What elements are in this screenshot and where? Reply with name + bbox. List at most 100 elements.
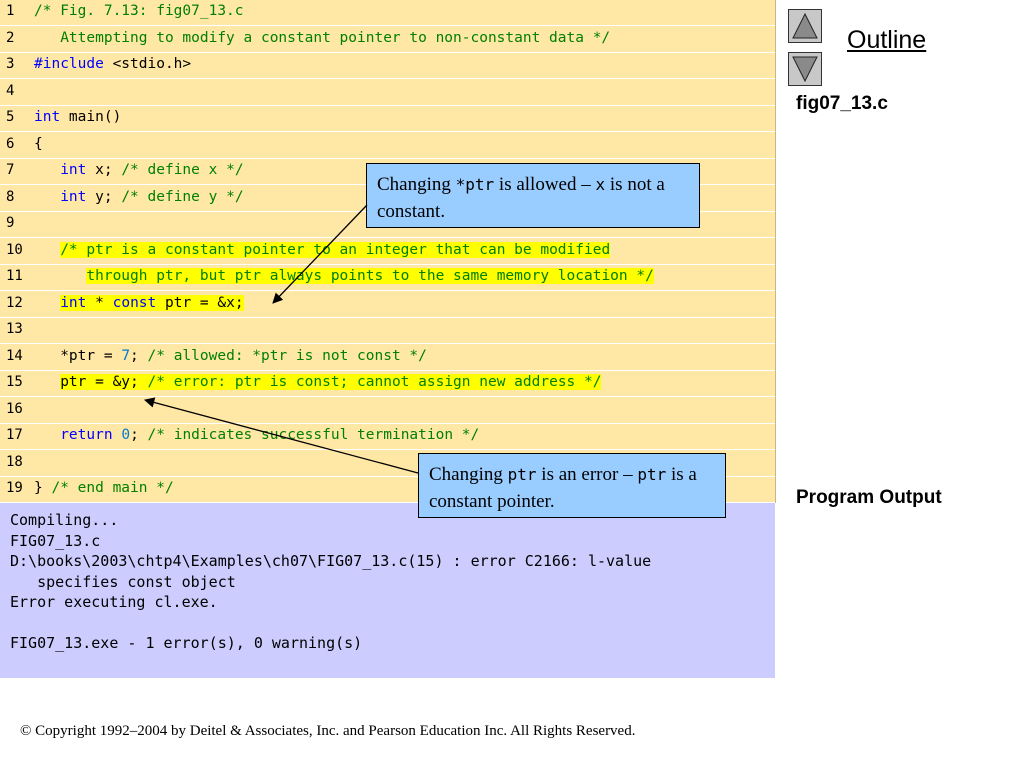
callout-text: is a constant pointer.	[429, 464, 697, 512]
code-line: 19} /* end main */	[0, 477, 775, 503]
code-token: /* define y */	[121, 188, 244, 205]
code-text: #include <stdio.h>	[34, 56, 191, 72]
code-token: ptr = &x;	[156, 294, 244, 311]
code-line: 18	[0, 451, 775, 477]
output-line: specifies const object	[10, 572, 236, 591]
code-token: #include	[34, 56, 104, 72]
code-token: Attempting to modify a constant pointer …	[34, 29, 611, 46]
line-number: 14	[6, 347, 23, 364]
line-number: 12	[6, 294, 23, 311]
line-number: 17	[6, 427, 23, 443]
code-line: 6{	[0, 133, 775, 159]
code-text: *ptr = 7; /* allowed: *ptr is not const …	[34, 348, 427, 364]
code-line: 10 /* ptr is a constant pointer to an in…	[0, 239, 775, 265]
callout-pointee-modifiable: Changing *ptr is allowed – x is not a co…	[366, 163, 700, 228]
code-line: 3 #include <stdio.h>	[0, 53, 775, 79]
line-number: 8	[6, 188, 15, 205]
line-number: 1	[6, 3, 15, 19]
code-text: /* ptr is a constant pointer to an integ…	[34, 241, 611, 258]
code-line: 17 return 0; /* indicates successful ter…	[0, 424, 775, 450]
callout-code: x	[595, 175, 606, 194]
code-token: /* define x */	[121, 162, 244, 178]
code-token	[34, 268, 86, 284]
code-line: 9	[0, 212, 775, 238]
code-text: int y; /* define y */	[34, 188, 244, 205]
callout-text: Changing	[429, 464, 508, 485]
code-token: x;	[86, 162, 122, 178]
line-number: 3	[6, 56, 15, 72]
line-number: 13	[6, 321, 23, 337]
code-token: /* end main */	[51, 480, 174, 496]
code-text: return 0; /* indicates successful termin…	[34, 427, 479, 443]
program-output-label: Program Output	[796, 487, 942, 508]
triangle-down-icon	[792, 56, 818, 83]
code-token: /* error: ptr is const; cannot assign ne…	[147, 374, 602, 390]
line-number: 5	[6, 109, 15, 125]
code-line: 15 ptr = &y; /* error: ptr is const; can…	[0, 371, 775, 397]
callout-code: *ptr	[455, 175, 495, 194]
code-token: const	[112, 294, 157, 311]
code-token: through ptr, but ptr always points to th…	[86, 268, 654, 284]
copyright-footer: © Copyright 1992–2004 by Deitel & Associ…	[20, 723, 636, 739]
code-token	[34, 427, 60, 443]
code-token: int	[60, 188, 87, 205]
line-number: 11	[6, 268, 23, 284]
code-token: {	[34, 135, 43, 152]
previous-slide-button[interactable]	[788, 9, 822, 43]
output-line: Error executing cl.exe.	[10, 593, 218, 611]
callout-text: is not a constant.	[377, 174, 665, 222]
code-token: int	[34, 109, 61, 125]
line-number: 16	[6, 400, 23, 417]
code-line: 12 int * const ptr = &x;	[0, 292, 775, 318]
code-token: ;	[130, 427, 148, 443]
next-slide-button[interactable]	[788, 52, 822, 86]
code-text: int x; /* define x */	[34, 162, 244, 178]
triangle-up-icon	[792, 12, 818, 39]
line-number: 9	[6, 215, 15, 231]
code-line: 5 int main()	[0, 106, 775, 132]
code-token: ptr = &y;	[60, 374, 148, 390]
code-token: *	[86, 294, 113, 311]
code-token: ;	[130, 347, 148, 364]
output-line: Compiling...	[10, 511, 119, 529]
code-token: /* allowed: *ptr is not const */	[147, 347, 427, 364]
code-text: through ptr, but ptr always points to th…	[34, 268, 654, 284]
code-line: 13	[0, 318, 775, 344]
output-line: FIG07_13.c	[10, 531, 101, 550]
code-token	[34, 295, 60, 311]
outline-link[interactable]: Outline	[847, 26, 927, 54]
code-line: 11 through ptr, but ptr always points to…	[0, 265, 775, 291]
code-token: *ptr =	[34, 347, 122, 364]
callout-code: ptr	[637, 465, 667, 484]
code-text: int * const ptr = &x;	[34, 294, 244, 311]
callout-pointer-constant: Changing ptr is an error – ptr is a cons…	[418, 453, 726, 518]
code-token: /* Fig. 7.13: fig07_13.c	[34, 3, 244, 19]
code-line: 14 *ptr = 7; /* allowed: *ptr is not con…	[0, 345, 775, 371]
code-token: main()	[60, 109, 122, 125]
code-token: y;	[86, 188, 122, 205]
code-text: /* Fig. 7.13: fig07_13.c	[34, 3, 244, 19]
code-listing: 1 /* Fig. 7.13: fig07_13.c 2 Attempting to…	[0, 0, 776, 503]
line-number: 4	[6, 82, 15, 99]
file-name-label: fig07_13.c	[796, 93, 888, 114]
code-token	[34, 374, 60, 390]
callout-text: is an error –	[536, 464, 638, 485]
code-token	[34, 242, 60, 258]
code-token: int	[60, 162, 87, 178]
code-line: 16	[0, 398, 775, 424]
line-number: 2	[6, 29, 15, 46]
callout-text: Changing	[377, 174, 456, 195]
line-number: 7	[6, 162, 15, 178]
code-line: 4	[0, 80, 775, 106]
code-token	[34, 189, 60, 205]
code-token: /* ptr is a constant pointer to an integ…	[60, 241, 611, 258]
code-text: {	[34, 136, 43, 152]
code-token: 7	[121, 347, 131, 364]
line-number: 6	[6, 135, 15, 152]
code-token: }	[34, 480, 52, 496]
code-token: return	[60, 427, 113, 443]
line-number: 10	[6, 241, 23, 258]
code-token: /* indicates successful termination */	[147, 427, 480, 443]
line-number: 18	[6, 453, 23, 470]
